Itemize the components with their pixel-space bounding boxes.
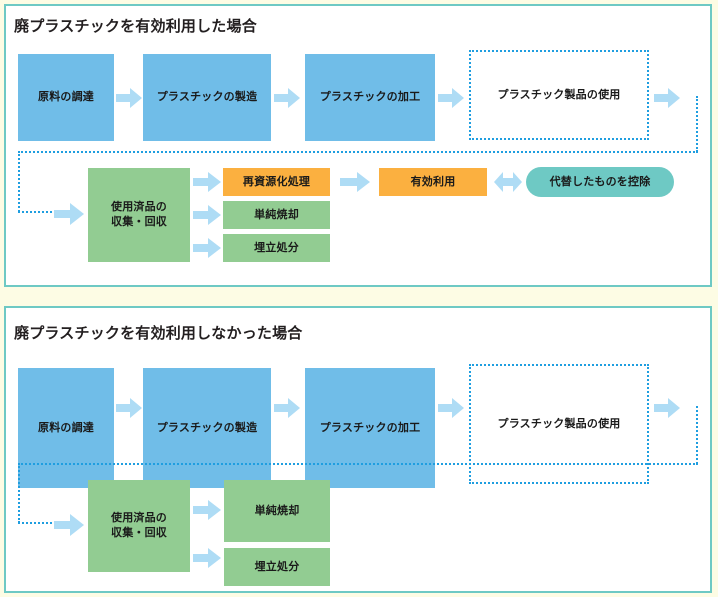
process-box-plastic-processing-top: プラスチックの加工 xyxy=(305,54,435,141)
treatment-box-recycling-top: 再資源化処理 xyxy=(223,168,330,196)
arrow-right-icon xyxy=(274,398,300,418)
process-box-plastic-production-bottom: プラスチックの製造 xyxy=(143,368,271,488)
feedback-line-segment xyxy=(696,406,698,464)
treatment-box-incineration-bottom: 単純焼却 xyxy=(224,480,330,542)
arrow-right-icon xyxy=(654,88,680,108)
treatment-box-landfill-bottom: 埋立処分 xyxy=(224,548,330,586)
collection-box-line1: 使用済品の xyxy=(111,201,167,214)
feedback-line-segment xyxy=(18,151,20,212)
collection-box-line2: 収集・回収 xyxy=(111,216,167,228)
arrow-right-icon xyxy=(193,500,221,520)
arrow-right-icon xyxy=(193,238,221,258)
arrow-right-icon xyxy=(438,88,464,108)
collection-box-line1: 使用済品の xyxy=(111,512,167,525)
process-box-raw-material-top: 原料の調達 xyxy=(18,54,114,141)
treatment-box-incineration-top: 単純焼却 xyxy=(223,201,330,229)
feedback-line-segment xyxy=(696,96,698,152)
feedback-line-segment xyxy=(18,211,56,213)
process-box-product-use-bottom: プラスチック製品の使用 xyxy=(469,364,649,484)
arrow-right-icon xyxy=(116,88,142,108)
collection-box-line2: 収集・回収 xyxy=(111,527,167,539)
arrow-right-icon xyxy=(193,548,221,568)
panel-title-effective-use: 廃プラスチックを有効利用した場合 xyxy=(14,18,257,35)
arrow-right-icon xyxy=(193,172,221,192)
feedback-line-segment xyxy=(18,463,698,465)
process-box-plastic-processing-bottom: プラスチックの加工 xyxy=(305,368,435,488)
collection-box-top: 使用済品の 収集・回収 xyxy=(88,168,190,262)
feedback-line-segment xyxy=(18,151,698,153)
credit-box-substitution: 代替したものを控除 xyxy=(526,167,674,197)
outcome-box-effective-use: 有効利用 xyxy=(379,168,487,196)
treatment-box-landfill-top: 埋立処分 xyxy=(223,234,330,262)
process-box-product-use-top: プラスチック製品の使用 xyxy=(469,50,649,140)
process-box-plastic-production-top: プラスチックの製造 xyxy=(143,54,271,141)
arrow-right-icon xyxy=(340,172,370,192)
collection-box-bottom: 使用済品の 収集・回収 xyxy=(88,480,190,572)
process-box-raw-material-bottom: 原料の調達 xyxy=(18,368,114,488)
arrow-right-icon xyxy=(654,398,680,418)
feedback-line-segment xyxy=(18,463,20,523)
arrow-right-icon xyxy=(54,514,84,536)
panel-title-no-effective-use: 廃プラスチックを有効利用しなかった場合 xyxy=(14,325,303,342)
arrow-left-right-icon xyxy=(494,172,522,192)
arrow-right-icon xyxy=(438,398,464,418)
arrow-right-icon xyxy=(116,398,142,418)
feedback-line-segment xyxy=(18,522,56,524)
arrow-right-icon xyxy=(193,205,221,225)
arrow-right-icon xyxy=(54,203,84,225)
arrow-right-icon xyxy=(274,88,300,108)
